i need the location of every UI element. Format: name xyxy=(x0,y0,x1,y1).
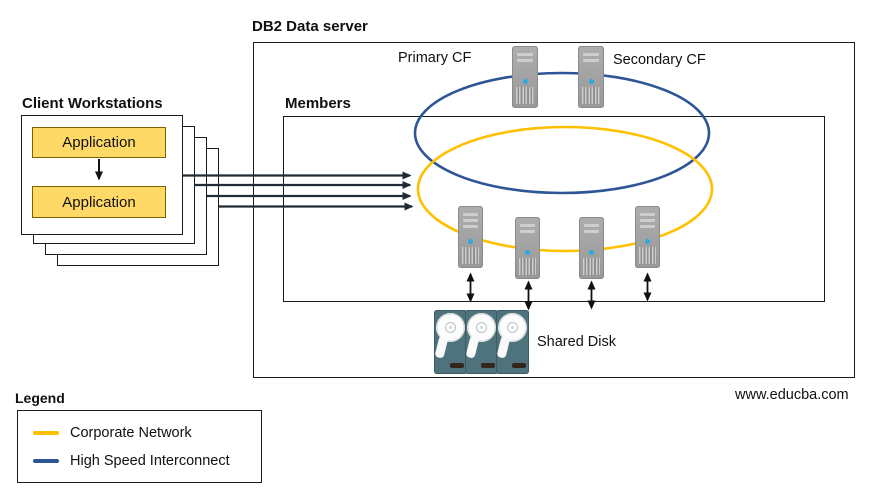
server-grille xyxy=(516,87,534,104)
primary-cf-label: Primary CF xyxy=(398,50,472,66)
server-vent-bar xyxy=(463,225,478,228)
application-label: Application xyxy=(62,193,136,211)
high-speed-interconnect-swatch xyxy=(33,459,59,463)
members-box xyxy=(283,116,825,302)
db2-server-title: DB2 Data server xyxy=(252,18,368,35)
members-title: Members xyxy=(285,95,351,112)
disk-hub xyxy=(449,326,452,329)
server-led xyxy=(645,239,650,244)
server-grille xyxy=(582,87,600,104)
disk-slot xyxy=(481,363,495,368)
member-server-icon-2 xyxy=(515,217,540,279)
disk-ring xyxy=(507,322,518,333)
server-grille xyxy=(519,258,536,275)
hard-disk-icon-3 xyxy=(496,310,529,374)
disk-ring xyxy=(476,322,487,333)
disk-platter xyxy=(436,313,465,342)
server-led xyxy=(525,250,530,255)
member-server-icon-1 xyxy=(458,206,483,268)
disk-actuator xyxy=(496,335,511,359)
server-vent-bar xyxy=(517,53,533,56)
disk-actuator xyxy=(465,335,480,359)
secondary-cf-label: Secondary CF xyxy=(613,52,706,68)
shared-disk-label: Shared Disk xyxy=(537,334,616,350)
legend-title: Legend xyxy=(15,390,65,406)
disk-slot xyxy=(450,363,464,368)
server-led xyxy=(589,250,594,255)
server-vent-bar xyxy=(463,213,478,216)
disk-slot xyxy=(512,363,526,368)
server-vent-bar xyxy=(640,213,655,216)
hard-disk-icon-2 xyxy=(465,310,498,374)
server-grille xyxy=(462,247,479,264)
application-box-bottom: Application xyxy=(32,186,166,218)
disk-hub xyxy=(511,326,514,329)
server-vent-bar xyxy=(584,224,599,227)
disk-ring xyxy=(445,322,456,333)
server-grille xyxy=(639,247,656,264)
secondary-cf-server-icon xyxy=(578,46,604,108)
application-label: Application xyxy=(62,134,136,151)
server-led xyxy=(468,239,473,244)
server-vent-bar xyxy=(584,230,599,233)
server-vent-bar xyxy=(640,219,655,222)
member-server-icon-4 xyxy=(635,206,660,268)
server-vent-bar xyxy=(520,230,535,233)
primary-cf-server-icon xyxy=(512,46,538,108)
server-led xyxy=(588,79,594,84)
db2-data-server-box xyxy=(253,42,855,378)
server-vent-bar xyxy=(517,59,533,62)
server-vent-bar xyxy=(640,225,655,228)
disk-actuator xyxy=(434,335,449,359)
high-speed-interconnect-label: High Speed Interconnect xyxy=(70,453,230,469)
corporate-network-swatch xyxy=(33,431,59,435)
server-vent-bar xyxy=(583,59,599,62)
application-box-top: Application xyxy=(32,127,166,158)
server-vent-bar xyxy=(520,224,535,227)
corporate-network-label: Corporate Network xyxy=(70,425,192,441)
website-label: www.educba.com xyxy=(735,387,849,403)
server-led xyxy=(522,79,528,84)
client-workstations-title: Client Workstations xyxy=(22,95,163,112)
legend-box xyxy=(17,410,262,483)
server-grille xyxy=(583,258,600,275)
server-vent-bar xyxy=(463,219,478,222)
disk-hub xyxy=(480,326,483,329)
member-server-icon-3 xyxy=(579,217,604,279)
hard-disk-icon-1 xyxy=(434,310,467,374)
server-vent-bar xyxy=(583,53,599,56)
